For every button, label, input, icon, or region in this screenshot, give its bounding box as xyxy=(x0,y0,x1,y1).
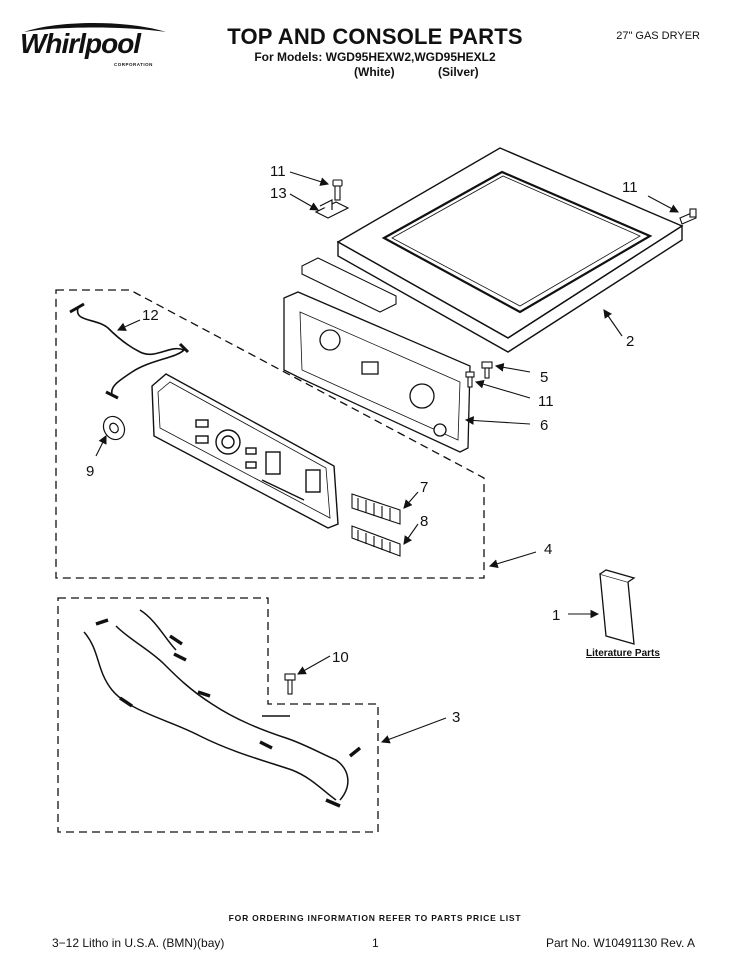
callout-11-right: 11 xyxy=(622,179,638,196)
leader-lines xyxy=(95,171,679,744)
console-wire-harness xyxy=(76,307,186,395)
callout-5: 5 xyxy=(540,369,548,386)
whirlpool-logo: Whirlpool CORPORATION xyxy=(18,22,178,74)
literature-parts-label: Literature Parts xyxy=(586,648,660,659)
top-panel xyxy=(336,147,684,353)
callout-3: 3 xyxy=(452,709,460,726)
console-frame xyxy=(283,291,471,453)
ordering-note: FOR ORDERING INFORMATION REFER TO PARTS … xyxy=(228,913,522,923)
model-numbers: For Models: WGD95HEXW2,WGD95HEXL2 xyxy=(254,50,496,64)
page-number: 1 xyxy=(372,936,379,950)
screw-top xyxy=(332,179,343,201)
callout-11-console: 11 xyxy=(538,393,554,410)
callout-13: 13 xyxy=(270,185,287,202)
callout-1: 1 xyxy=(552,607,560,624)
console-assembly-outline xyxy=(55,289,485,579)
harness-connectors xyxy=(69,302,190,400)
logo-swoosh-icon xyxy=(24,23,166,32)
product-type: 27" GAS DRYER xyxy=(616,30,700,42)
main-wire-harness xyxy=(83,609,349,801)
brand-corporation: CORPORATION xyxy=(114,62,153,67)
light-pipe-8 xyxy=(351,525,401,557)
screw-console xyxy=(481,361,493,379)
literature-booklet xyxy=(599,569,636,645)
callout-10: 10 xyxy=(332,649,349,666)
litho-info: 3−12 Litho in U.S.A. (BMN)(bay) xyxy=(52,936,225,950)
variant-silver: (Silver) xyxy=(438,65,479,79)
callout-7: 7 xyxy=(420,479,428,496)
screw-right xyxy=(679,208,697,225)
page-title: TOP AND CONSOLE PARTS xyxy=(227,24,523,49)
variant-white: (White) xyxy=(354,65,395,79)
callout-11-top: 11 xyxy=(270,163,286,180)
callout-9: 9 xyxy=(86,463,94,480)
callout-2: 2 xyxy=(626,333,634,350)
harness-plugs xyxy=(95,618,362,808)
callout-6: 6 xyxy=(540,417,548,434)
ground-screw xyxy=(284,673,296,695)
hinge-bracket xyxy=(301,257,397,313)
console-panel xyxy=(151,373,339,529)
part-number: Part No. W10491130 Rev. A xyxy=(546,936,695,950)
clip-part xyxy=(314,199,350,219)
harness-assembly-outline xyxy=(57,597,379,833)
callout-8: 8 xyxy=(420,513,428,530)
callout-12: 12 xyxy=(142,307,159,324)
callout-4: 4 xyxy=(544,541,552,558)
brand-wordmark: Whirlpool xyxy=(20,28,141,59)
callout-labels: 11 13 11 12 2 5 11 6 9 7 8 4 1 10 3 xyxy=(86,163,638,726)
light-pipe-7 xyxy=(351,493,401,525)
knob xyxy=(102,415,126,441)
screw-console-lower xyxy=(465,371,475,388)
